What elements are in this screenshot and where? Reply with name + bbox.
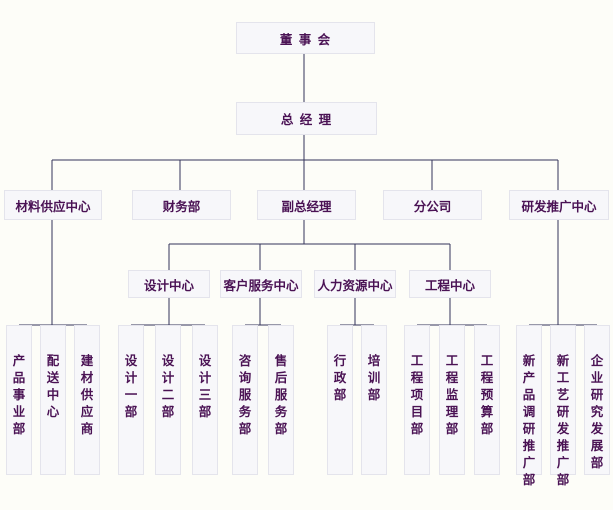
node-project-dept: 工程项目部: [404, 325, 430, 475]
node-deputy-gm: 副总经理: [257, 190, 356, 220]
node-design-dept-2: 设计二部: [155, 325, 181, 475]
node-consulting-service: 咨询服务部: [232, 325, 258, 475]
node-distribution-center: 配送中心: [40, 325, 66, 475]
node-branch-company: 分公司: [383, 190, 482, 220]
node-design-center: 设计中心: [128, 270, 210, 298]
node-general-manager: 总 经 理: [236, 102, 377, 135]
node-product-division: 产品事业部: [6, 325, 32, 475]
node-enterprise-research: 企业研究发展部: [584, 325, 610, 475]
node-design-dept-1: 设计一部: [118, 325, 144, 475]
node-design-dept-3: 设计三部: [192, 325, 218, 475]
node-customer-service-center: 客户服务中心: [220, 270, 302, 298]
node-budget-dept: 工程预算部: [474, 325, 500, 475]
node-board: 董 事 会: [236, 22, 375, 54]
node-material-supply-center: 材料供应中心: [4, 190, 102, 220]
node-rd-promotion-center: 研发推广中心: [509, 190, 609, 220]
node-after-sales-service: 售后服务部: [268, 325, 294, 475]
node-finance-dept: 财务部: [132, 190, 231, 220]
node-admin-dept: 行政部: [327, 325, 353, 475]
node-new-product-research: 新产品调研推广部: [516, 325, 542, 487]
node-material-supplier: 建材供应商: [74, 325, 100, 475]
node-hr-center: 人力资源中心: [314, 270, 396, 298]
node-new-process-rd: 新工艺研发推广部: [550, 325, 576, 487]
node-training-dept: 培训部: [361, 325, 387, 475]
node-supervision-dept: 工程监理部: [439, 325, 465, 475]
node-engineering-center: 工程中心: [409, 270, 491, 298]
